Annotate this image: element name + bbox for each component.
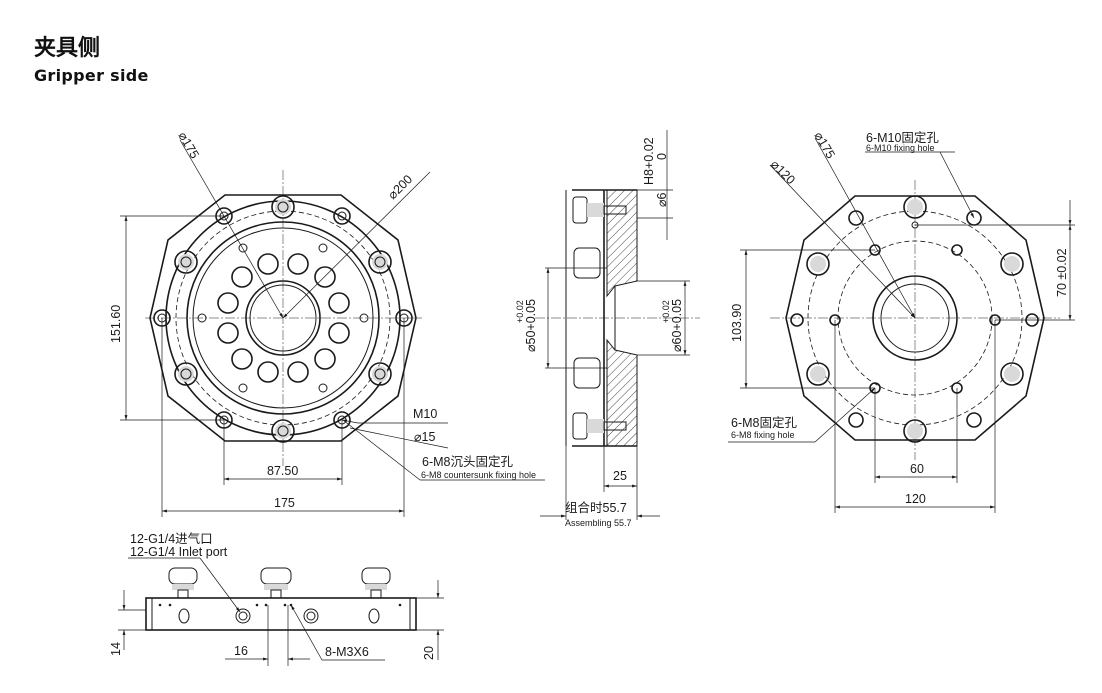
front-dia-15: ⌀15 [414,430,435,444]
side-ports [158,603,402,624]
side-inlet-cn: 12-G1/4进气口 [130,531,213,546]
section-dia-50: ⌀50+0.05 [524,299,538,352]
front-dim-175: 175 [274,496,295,510]
front-countersunk-cn: 6-M8沉头固定孔 [422,454,513,469]
back-m8-cn: 6-M8固定孔 [731,415,797,430]
back-dia-175: ⌀175 [811,130,837,162]
back-dia-120: ⌀120 [768,157,798,187]
front-view: ⌀175 ⌀200 151.60 87.50 175 M10 ⌀15 6-M8沉… [109,130,545,517]
section-fittings [572,196,627,440]
side-fittings [168,567,391,599]
section-h8-zero: 0 [655,153,669,160]
section-view: H8+0.02 0 ⌀6 ⌀50+0.05 +0.02 ⌀60+0.05 +0.… [515,130,700,528]
back-center-bore [872,275,958,361]
section-assembly-en: Assembling 55.7 [565,518,632,528]
section-lower-hatch [606,338,638,447]
back-m10-en: 6-M10 fixing hole [866,143,935,153]
section-dim-25: 25 [613,469,627,483]
section-dia-50-tol: +0.02 [515,300,525,323]
back-dim-120: 120 [905,492,926,506]
back-dim-70: 70 ±0.02 [1055,248,1069,297]
section-dia-6: ⌀6 [655,192,669,207]
page-title-en: Gripper side [34,66,149,85]
front-dim-87-50: 87.50 [267,464,298,478]
side-m3: 8-M3X6 [325,645,369,659]
back-view: ⌀175 ⌀120 6-M10固定孔 6-M10 fixing hole 103… [728,130,1075,513]
section-assembly-cn: 组合时55.7 [565,500,627,515]
port-holes [197,243,369,393]
side-dim-16: 16 [234,644,248,658]
back-dim-60: 60 [910,462,924,476]
center-bore [245,280,321,356]
front-dia-175: ⌀175 [175,130,201,162]
side-dim-20: 20 [422,646,436,660]
front-m10: M10 [413,407,437,421]
back-dim-103-90: 103.90 [730,304,744,342]
back-m8-en: 6-M8 fixing hole [731,430,795,440]
side-dim-14: 14 [109,642,123,656]
side-inlet-en: 12-G1/4 Inlet port [130,545,228,559]
page-title-cn: 夹具侧 [34,36,101,61]
section-h8-tol: H8+0.02 [642,137,656,185]
front-countersunk-en: 6-M8 countersunk fixing hole [421,470,536,480]
side-view: 12-G1/4进气口 12-G1/4 Inlet port 14 16 8-M3… [109,531,444,666]
fixing-screws [153,195,413,443]
side-body [145,597,417,631]
front-dia-200: ⌀200 [385,172,415,202]
back-m10-cn: 6-M10固定孔 [866,130,939,145]
flange-outline [149,194,417,442]
section-dia-60: ⌀60+0.05 [670,299,684,352]
front-dim-151-60: 151.60 [109,305,123,343]
back-holes [790,195,1039,443]
section-dia-60-tol: +0.02 [661,300,671,323]
